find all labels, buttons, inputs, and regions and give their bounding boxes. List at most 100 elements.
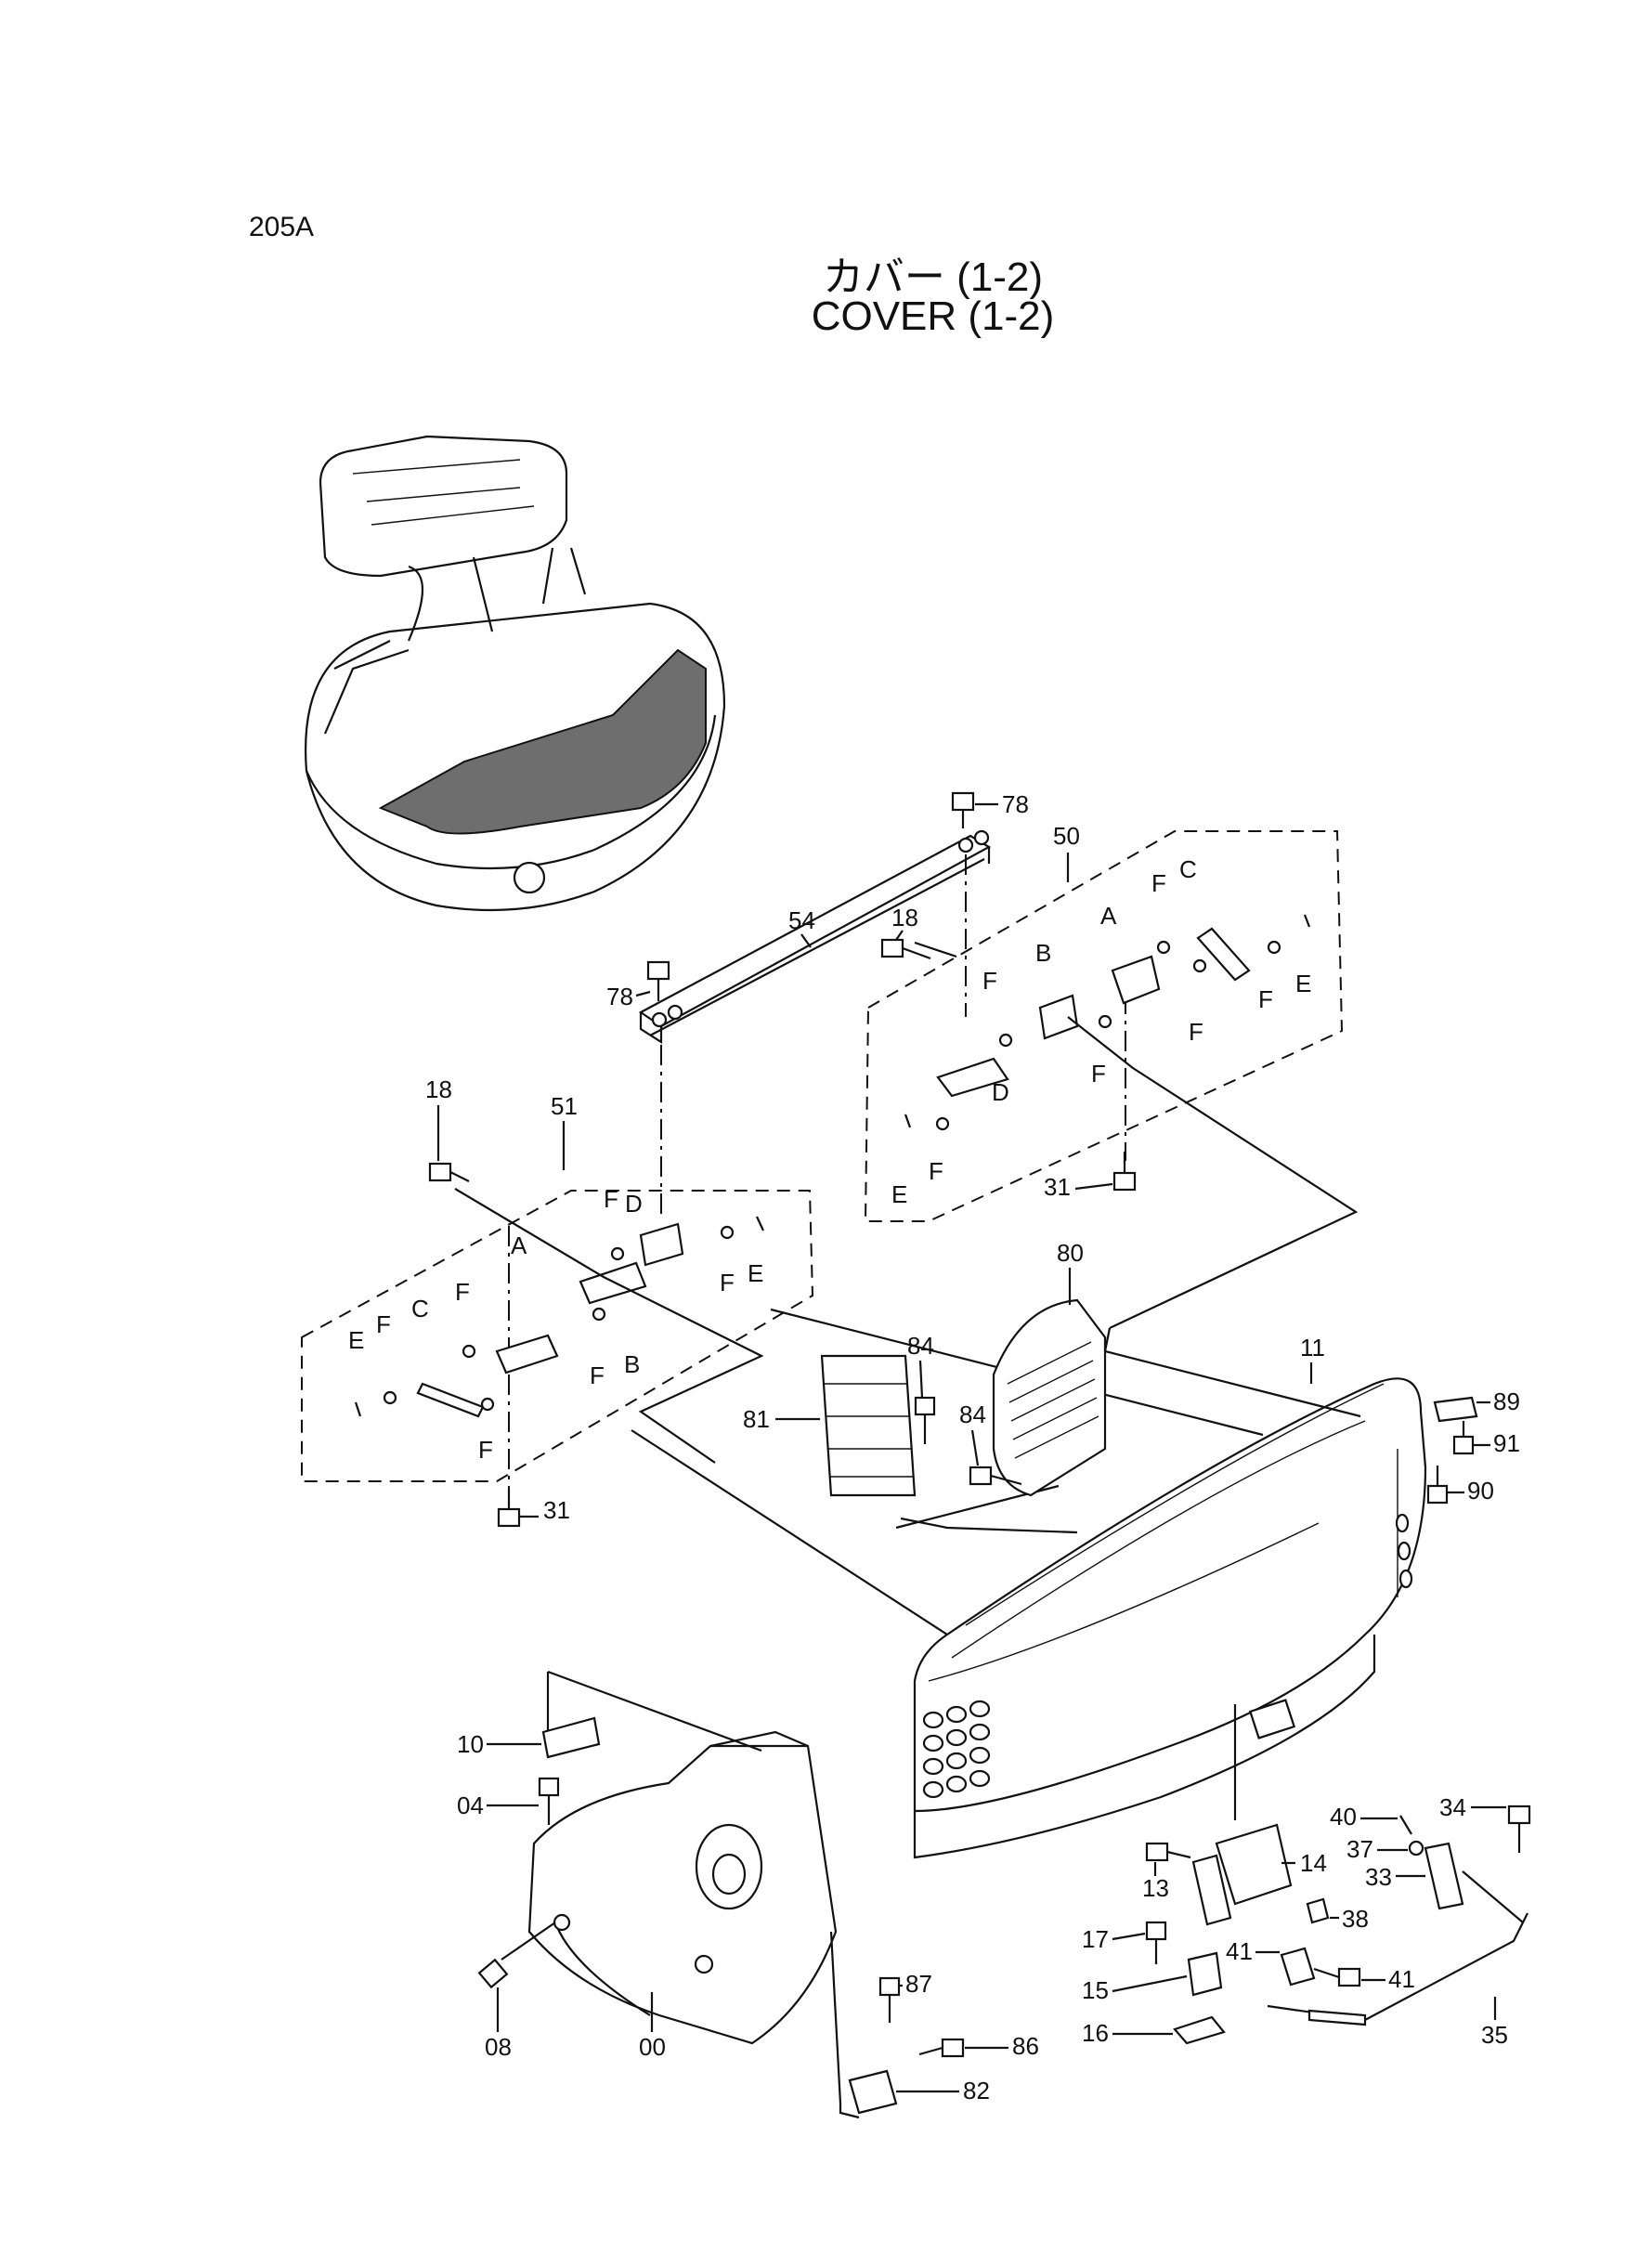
hinge-assembly-50 xyxy=(904,914,1359,1329)
bolt-91 xyxy=(1452,1421,1475,1455)
letter-f: F xyxy=(590,1362,605,1389)
letter-f: F xyxy=(455,1278,470,1306)
part-78-grille xyxy=(992,1298,1107,1497)
callout-08: 08 xyxy=(485,2033,512,2061)
part-38-clip xyxy=(1306,1897,1330,1924)
letter-f: F xyxy=(1189,1018,1203,1046)
bolt-83-lower xyxy=(969,1466,1022,1486)
part-00-side-cover xyxy=(527,1670,842,2104)
bolt-31-right xyxy=(1112,1152,1137,1192)
part-10-bracket xyxy=(541,1716,601,1759)
letter-f: F xyxy=(376,1310,391,1338)
callout-41: 41 xyxy=(1388,1965,1415,1993)
bolt-90 xyxy=(1426,1466,1449,1505)
letter-f: F xyxy=(604,1185,618,1213)
part-16-plate xyxy=(1173,2015,1226,2045)
part-33-stay-rod xyxy=(1267,1870,1528,2026)
callout-54: 40 xyxy=(1330,1803,1357,1831)
title-japanese: カバー (1-2) xyxy=(822,254,1044,300)
callout-38: 38 xyxy=(1342,1905,1369,1933)
callout-16: 16 xyxy=(1082,2019,1109,2047)
letter-b: B xyxy=(624,1350,640,1378)
part-15-striker xyxy=(1187,1951,1223,1997)
callout-86: 86 xyxy=(1012,2032,1039,2060)
part-40-bracket xyxy=(1280,1947,1316,1987)
letter-a: A xyxy=(1100,902,1117,930)
part-37-washer xyxy=(1408,1840,1424,1857)
callout-50: 50 xyxy=(1053,822,1080,850)
callout-14: 14 xyxy=(1300,1849,1327,1877)
letter-f: F xyxy=(1091,1060,1106,1088)
callout-87: 87 xyxy=(905,1970,932,1998)
letter-f: F xyxy=(1258,985,1273,1013)
part-11-rear-cover xyxy=(631,1308,1427,1859)
bolt-35 xyxy=(1507,1804,1531,1853)
bolt-87 xyxy=(878,1976,901,2023)
bolt-82-left xyxy=(646,960,670,1001)
callout-31: 31 xyxy=(543,1496,570,1524)
group-50-outline xyxy=(864,830,1344,1222)
letter-c: C xyxy=(1179,855,1197,883)
part-14-latch xyxy=(1191,1704,1293,1926)
bolt-17 xyxy=(1145,1921,1167,1964)
excavator-overview-illustration xyxy=(305,435,726,912)
bolt-83-upper xyxy=(914,1396,936,1444)
letter-f: F xyxy=(929,1157,943,1185)
callout-31: 31 xyxy=(1044,1173,1071,1201)
sub-part-letters: A B C F F F F F E D F E A B C D F F E F … xyxy=(348,855,1311,1464)
bolt-82-upper xyxy=(951,791,975,828)
callout-81: 54 xyxy=(788,906,815,934)
callout-18: 18 xyxy=(891,904,918,932)
callout-83: 84 xyxy=(907,1332,934,1360)
callout-17: 17 xyxy=(1082,1925,1109,1953)
bolt-41 xyxy=(1313,1967,1361,1987)
letter-e: E xyxy=(748,1259,763,1287)
part-81-cross-member xyxy=(638,829,992,1045)
letter-f: F xyxy=(720,1269,735,1296)
bolt-31-left xyxy=(497,1489,521,1528)
callout-51: 51 xyxy=(551,1092,578,1120)
group-51-outline xyxy=(301,1190,814,1482)
callout-11: 11 xyxy=(1300,1334,1325,1362)
callout-13: 13 xyxy=(1142,1874,1169,1902)
callout-90: 90 xyxy=(1467,1477,1494,1505)
letter-c: C xyxy=(411,1295,429,1322)
hinge-assembly-51 xyxy=(354,1188,764,1464)
bolt-08 xyxy=(477,1922,556,1989)
callout-10: 10 xyxy=(457,1730,484,1758)
callout-82: 78 xyxy=(1002,790,1029,818)
callout-labels: 78 78 54 50 18 18 51 31 31 80 84 84 81 1… xyxy=(425,790,1520,2104)
part-34-bracket xyxy=(1424,1842,1464,1910)
letter-f: F xyxy=(1151,869,1166,897)
callout-82: 78 xyxy=(606,983,633,1010)
letter-d: D xyxy=(625,1190,643,1218)
title-english: COVER (1-2) xyxy=(811,293,1055,339)
letter-a: A xyxy=(511,1231,527,1259)
part-80-louvre xyxy=(820,1354,1078,1534)
callout-84: 82 xyxy=(963,2077,990,2104)
letter-f: F xyxy=(478,1436,493,1464)
callout-15: 15 xyxy=(1082,1976,1109,2004)
page-code: 205A xyxy=(249,212,315,242)
letter-f: F xyxy=(982,967,997,995)
callout-00: 00 xyxy=(639,2033,666,2061)
part-84-bracket xyxy=(839,2069,898,2119)
letter-e: E xyxy=(891,1180,907,1208)
callout-34: 33 xyxy=(1365,1863,1392,1891)
callout-37: 37 xyxy=(1346,1835,1373,1863)
callout-18: 18 xyxy=(425,1075,452,1103)
bolt-18-right xyxy=(880,938,931,960)
letter-b: B xyxy=(1035,939,1051,967)
callout-89: 89 xyxy=(1493,1388,1520,1415)
callout-78: 80 xyxy=(1057,1239,1084,1267)
bolt-86 xyxy=(918,2038,965,2058)
bolt-04 xyxy=(538,1777,560,1825)
cover-vent-holes xyxy=(922,1513,1413,1799)
callout-91: 91 xyxy=(1493,1429,1520,1457)
callout-83: 84 xyxy=(959,1401,986,1428)
callout-04: 04 xyxy=(457,1791,484,1819)
callout-80: 81 xyxy=(743,1405,770,1433)
bolt-18-left xyxy=(428,1162,470,1182)
letter-d: D xyxy=(992,1078,1009,1106)
